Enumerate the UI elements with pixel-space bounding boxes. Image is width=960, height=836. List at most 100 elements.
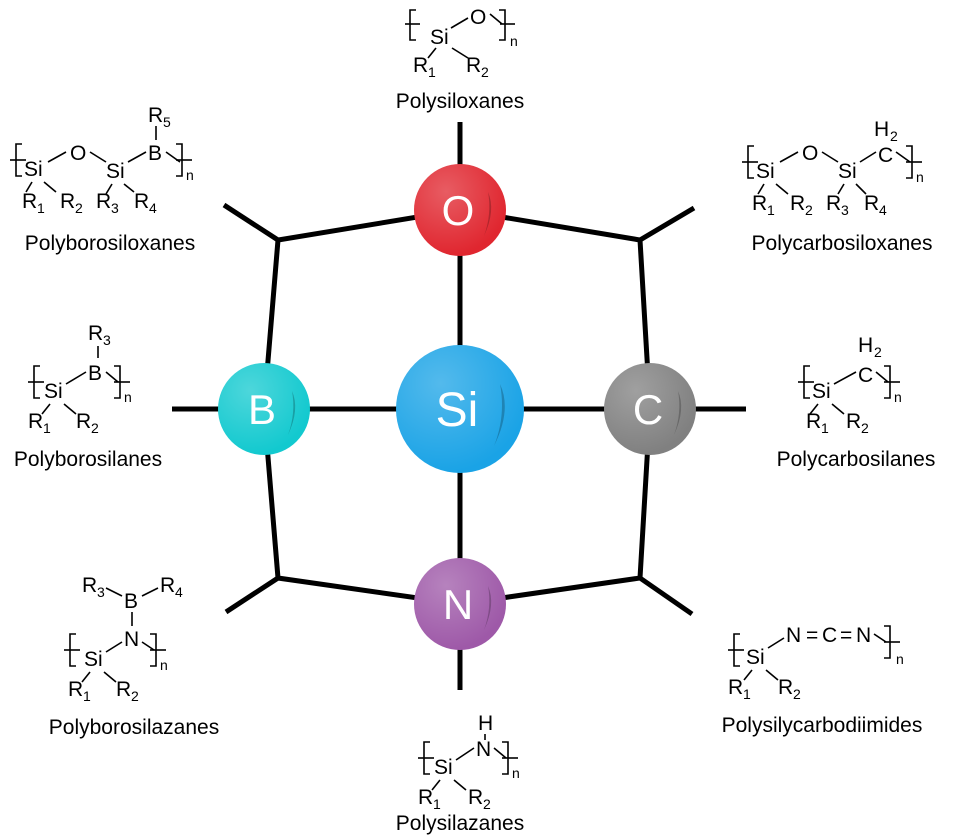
svg-text:2: 2 (890, 128, 898, 144)
svg-text:R: R (60, 190, 75, 213)
svg-text:R: R (82, 574, 97, 597)
svg-text:1: 1 (428, 64, 436, 80)
svg-text:R: R (752, 192, 767, 215)
svg-text:n: n (916, 169, 924, 185)
svg-text:n: n (894, 389, 902, 405)
svg-text:n: n (896, 651, 904, 667)
svg-text:Si: Si (430, 26, 449, 49)
svg-text:=: = (840, 624, 852, 647)
svg-text:R: R (134, 190, 149, 213)
node-n: N (414, 558, 506, 650)
node-b-label: B (248, 386, 276, 433)
svg-text:3: 3 (103, 332, 111, 348)
svg-text:2: 2 (131, 688, 139, 704)
node-o: O (414, 164, 506, 256)
node-b: B (218, 363, 310, 455)
svg-text:Si: Si (106, 160, 125, 183)
svg-text:Si: Si (84, 648, 103, 671)
svg-text:B: B (124, 590, 138, 613)
svg-text:R: R (116, 678, 131, 701)
bond-bottom-left-stub (224, 575, 280, 615)
svg-text:2: 2 (75, 200, 83, 216)
svg-text:2: 2 (805, 202, 813, 218)
svg-text:R: R (88, 322, 103, 345)
svg-text:C: C (858, 364, 873, 387)
label-polysilycarbodiimides: Polysilycarbodiimides (722, 714, 923, 737)
node-si-label: Si (436, 384, 479, 437)
svg-text:1: 1 (83, 688, 91, 704)
svg-text:N: N (786, 624, 801, 647)
label-polyborosiloxanes: Polyborosiloxanes (25, 232, 195, 255)
svg-text:R: R (778, 676, 793, 699)
svg-text:Si: Si (44, 380, 63, 403)
svg-text:N: N (856, 624, 871, 647)
svg-text:2: 2 (91, 420, 99, 436)
svg-text:Si: Si (746, 646, 765, 669)
svg-text:H: H (874, 118, 889, 141)
svg-text:O: O (70, 142, 86, 165)
svg-text:2: 2 (483, 796, 491, 812)
svg-text:C: C (822, 624, 837, 647)
svg-text:O: O (470, 6, 486, 29)
svg-text:R: R (28, 410, 43, 433)
svg-text:R: R (22, 190, 37, 213)
svg-text:Si: Si (24, 158, 43, 181)
svg-text:2: 2 (874, 344, 882, 360)
svg-text:3: 3 (841, 202, 849, 218)
svg-text:Si: Si (812, 380, 831, 403)
svg-text:R: R (846, 410, 861, 433)
svg-text:1: 1 (43, 420, 51, 436)
svg-text:R: R (468, 786, 483, 809)
svg-text:n: n (510, 33, 518, 49)
svg-text:4: 4 (175, 584, 183, 600)
label-polysilazanes: Polysilazanes (396, 812, 524, 835)
svg-text:N: N (124, 628, 139, 651)
svg-text:H: H (478, 712, 493, 735)
svg-text:R: R (160, 574, 175, 597)
svg-text:R: R (96, 190, 111, 213)
label-polyborosilazanes: Polyborosilazanes (49, 716, 219, 739)
node-c-label: C (633, 386, 663, 433)
svg-text:B: B (148, 142, 162, 165)
label-polysiloxanes: Polysiloxanes (396, 90, 524, 113)
svg-text:Si: Si (838, 160, 857, 183)
bond-top-right-stub (638, 205, 696, 243)
svg-text:1: 1 (767, 202, 775, 218)
svg-text:2: 2 (861, 420, 869, 436)
svg-text:R: R (806, 410, 821, 433)
svg-text:1: 1 (433, 796, 441, 812)
bond-top-left-stub (222, 202, 280, 243)
svg-text:Si: Si (756, 160, 775, 183)
svg-text:R: R (790, 192, 805, 215)
svg-text:1: 1 (37, 200, 45, 216)
svg-text:=: = (806, 624, 818, 647)
svg-text:O: O (802, 142, 818, 165)
svg-text:3: 3 (97, 584, 105, 600)
svg-text:R: R (728, 676, 743, 699)
svg-text:n: n (512, 765, 520, 781)
svg-text:N: N (476, 738, 491, 761)
svg-text:R: R (68, 678, 83, 701)
svg-text:Si: Si (434, 756, 453, 779)
svg-text:R: R (76, 410, 91, 433)
svg-text:R: R (864, 192, 879, 215)
label-polycarbosilanes: Polycarbosilanes (777, 448, 936, 471)
svg-text:3: 3 (111, 200, 119, 216)
node-n-label: N (443, 581, 473, 628)
svg-text:R: R (413, 54, 428, 77)
bond-bottom-right-stub (638, 575, 694, 617)
svg-text:R: R (148, 104, 163, 127)
svg-text:B: B (88, 362, 102, 385)
svg-text:5: 5 (163, 114, 171, 130)
label-polyborosilanes: Polyborosilanes (14, 448, 162, 471)
label-polycarbosiloxanes: Polycarbosiloxanes (752, 232, 933, 255)
